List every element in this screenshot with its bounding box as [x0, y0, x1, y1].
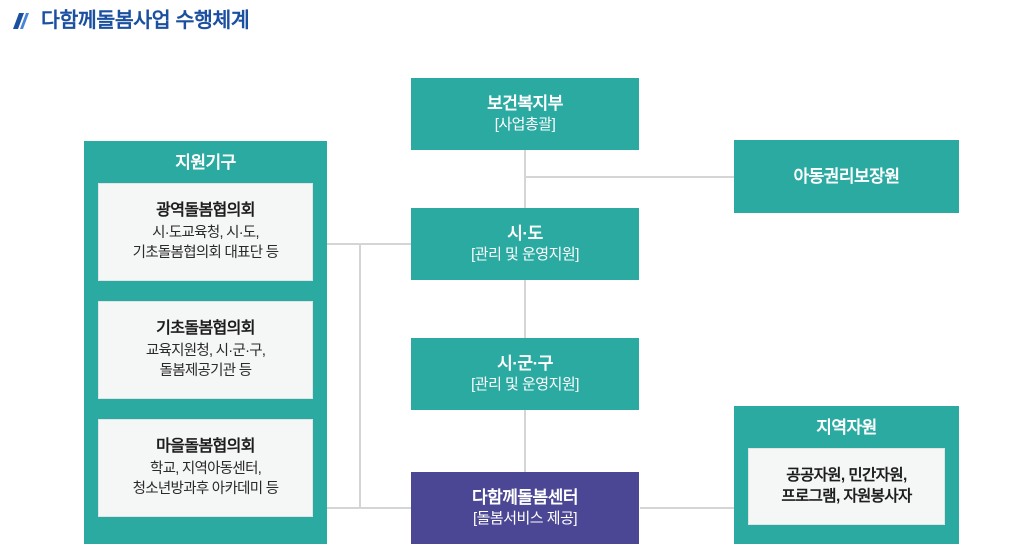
slash-mark-icon [10, 10, 32, 32]
local-resource-panel: 지역자원 공공자원, 민간자원, 프로그램, 자원봉사자 [734, 406, 959, 544]
node-title: 시·도 [507, 224, 543, 244]
node-title: 시·군·구 [497, 354, 553, 374]
support-card-subtext: 학교, 지역아동센터, 청소년방과후 아카데미 등 [133, 460, 279, 499]
support-card-subtext: 교육지원청, 시·군·구, 돌봄제공기관 등 [145, 342, 266, 381]
resource-card-subtext: 공공자원, 민간자원, 프로그램, 자원봉사자 [781, 466, 912, 508]
support-card-title: 광역돌봄협의회 [156, 201, 255, 219]
support-card-gicho[interactable]: 기초돌봄협의회 교육지원청, 시·군·구, 돌봄제공기관 등 [98, 301, 313, 399]
support-card-title: 마을돌봄협의회 [156, 437, 255, 455]
connector-ministry-to-sido [524, 150, 526, 212]
support-card-subline: 청소년방과후 아카데미 등 [132, 480, 279, 497]
page-title-text: 다함께돌봄사업 수행체계 [41, 8, 250, 32]
connector-center-to-resource [640, 507, 735, 509]
node-subtitle: [사업총괄] [494, 116, 556, 134]
support-card-subline: 돌봄제공기관 등 [159, 362, 253, 379]
support-panel-heading: 지원기구 [175, 153, 236, 172]
node-title: 보건복지부 [487, 94, 563, 114]
node-subtitle: [관리 및 운영지원] [471, 246, 579, 264]
resource-card-subline: 공공자원, 민간자원, [786, 466, 907, 484]
resource-card-subline: 프로그램, 자원봉사자 [781, 487, 912, 505]
node-title: 아동권리보장원 [793, 166, 900, 186]
support-card-title: 기초돌봄협의회 [156, 319, 255, 337]
support-card-subline: 학교, 지역아동센터, [149, 460, 262, 477]
support-card-subline: 시·도교육청, 시·도, [152, 224, 259, 241]
node-subtitle: [돌봄서비스 제공] [472, 510, 578, 528]
support-card-subline: 기초돌봄협의회 대표단 등 [132, 244, 279, 261]
node-ministry-of-health-welfare[interactable]: 보건복지부 [사업총괄] [411, 78, 639, 150]
connector-ministry-to-child-rights [524, 176, 734, 178]
connector-support-to-sido [327, 243, 412, 245]
node-sigungu[interactable]: 시·군·구 [관리 및 운영지원] [411, 338, 639, 410]
node-sido[interactable]: 시·도 [관리 및 운영지원] [411, 208, 639, 280]
support-card-maeul[interactable]: 마을돌봄협의회 학교, 지역아동센터, 청소년방과후 아카데미 등 [98, 419, 313, 517]
connector-sido-to-sigungu [524, 280, 526, 342]
support-card-subline: 교육지원청, 시·군·구, [145, 342, 266, 359]
node-subtitle: [관리 및 운영지원] [471, 376, 579, 394]
resource-card[interactable]: 공공자원, 민간자원, 프로그램, 자원봉사자 [748, 448, 945, 525]
connector-support-vertical-bus [359, 243, 361, 509]
connector-sigungu-to-center [524, 410, 526, 474]
support-card-gwangyeok[interactable]: 광역돌봄협의회 시·도교육청, 시·도, 기초돌봄협의회 대표단 등 [98, 183, 313, 281]
node-title: 다함께돌봄센터 [472, 488, 578, 508]
support-organization-panel: 지원기구 광역돌봄협의회 시·도교육청, 시·도, 기초돌봄협의회 대표단 등 … [84, 141, 327, 544]
resource-panel-heading: 지역자원 [816, 418, 877, 437]
connector-support-to-center [327, 507, 412, 509]
page-title: 다함께돌봄사업 수행체계 [10, 8, 250, 32]
node-dahamkke-care-center[interactable]: 다함께돌봄센터 [돌봄서비스 제공] [411, 472, 639, 544]
node-child-rights-protection-agency[interactable]: 아동권리보장원 [734, 140, 959, 213]
support-card-subtext: 시·도교육청, 시·도, 기초돌봄협의회 대표단 등 [133, 224, 279, 263]
